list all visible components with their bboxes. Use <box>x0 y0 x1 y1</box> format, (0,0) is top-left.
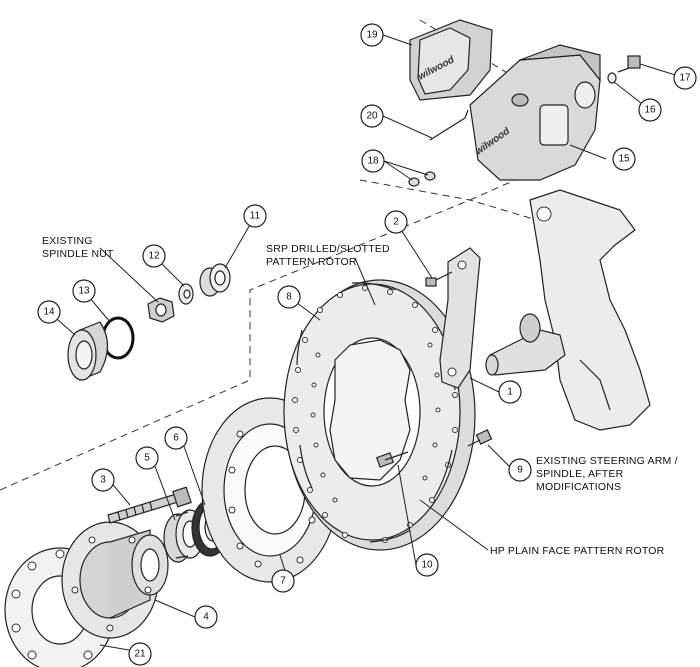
caliper: wilwood <box>469 44 601 181</box>
callout-19: 19 <box>366 30 378 41</box>
callout-10: 10 <box>421 560 433 571</box>
callout-15: 15 <box>618 154 630 165</box>
callout-20: 20 <box>366 111 378 122</box>
callout-2: 2 <box>393 217 399 228</box>
label-steering-arm-line2: SPINDLE, AFTER <box>536 468 624 480</box>
wheel-stud <box>107 486 192 524</box>
dust-cap <box>67 321 109 381</box>
label-steering-arm-line3: MODIFICATIONS <box>536 481 621 493</box>
text-labels: EXISTING SPINDLE NUT SRP DRILLED/SLOTTED… <box>42 235 678 557</box>
callout-7: 7 <box>280 576 286 587</box>
srp-drilled-slotted-rotor <box>283 279 476 551</box>
callout-18: 18 <box>367 156 379 167</box>
caliper-bracket <box>439 247 481 389</box>
callout-13: 13 <box>78 286 90 297</box>
callout-12: 12 <box>148 251 160 262</box>
caliper-bolt <box>617 55 641 73</box>
callout-5: 5 <box>144 453 150 464</box>
callout-6: 6 <box>173 433 179 444</box>
callout-1: 1 <box>507 387 513 398</box>
callout-11: 11 <box>250 211 261 222</box>
callout-16: 16 <box>644 105 656 116</box>
pad-retaining-pin <box>429 109 469 141</box>
callout-14: 14 <box>43 307 55 318</box>
spindle-nut <box>147 297 175 323</box>
mounting-bolt-9 <box>467 429 493 447</box>
callout-17: 17 <box>679 73 691 84</box>
rotor-drill-holes <box>292 285 458 543</box>
bracket-bolt <box>425 271 453 287</box>
spindle-washer <box>178 283 194 305</box>
label-existing-spindle-nut-line1: EXISTING <box>42 235 93 247</box>
callout-3: 3 <box>100 475 106 486</box>
label-existing-spindle-nut-line2: SPINDLE NUT <box>42 248 114 260</box>
hub <box>61 521 169 639</box>
callout-21: 21 <box>134 649 146 660</box>
label-hp-plain-face-rotor: HP PLAIN FACE PATTERN ROTOR <box>490 545 665 557</box>
rotor-bolts <box>375 451 409 468</box>
label-srp-rotor-line2: PATTERN ROTOR <box>266 256 357 268</box>
callout-9: 9 <box>517 465 523 476</box>
callouts: 1 2 3 4 5 6 7 8 9 10 11 12 13 14 15 16 1… <box>37 23 697 666</box>
callout-8: 8 <box>286 292 292 303</box>
brake-pads: wilwood <box>409 19 493 101</box>
caliper-shims <box>408 171 436 187</box>
caliper-bolt-washer <box>607 72 617 84</box>
callout-4: 4 <box>203 612 209 623</box>
label-srp-rotor-line1: SRP DRILLED/SLOTTED <box>266 243 390 255</box>
existing-spindle-steering-arm <box>485 189 651 431</box>
outer-bearing <box>199 263 231 297</box>
label-steering-arm-line1: EXISTING STEERING ARM / <box>536 455 678 467</box>
